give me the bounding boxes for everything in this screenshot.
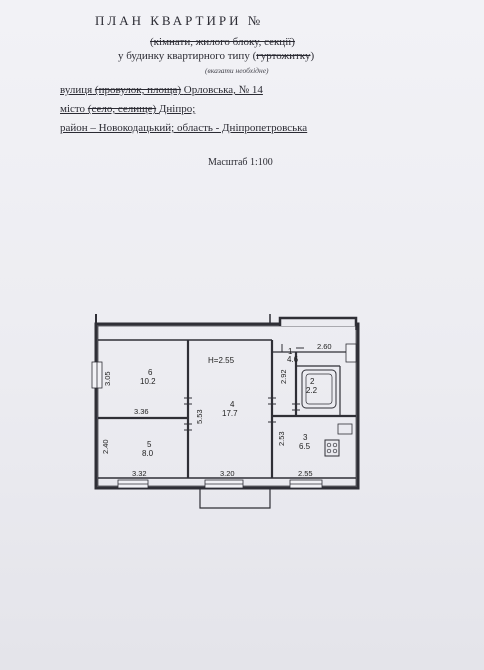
dim-bottom-right: 2.55 <box>298 469 313 478</box>
title-number-sign: № <box>247 13 262 28</box>
room-3-number: 3 <box>303 433 308 442</box>
stove-body <box>324 439 340 457</box>
top-right-bump <box>278 316 358 326</box>
stove-burner-4 <box>332 448 338 454</box>
stove-burner-1 <box>326 442 332 448</box>
district-line: район – Новокодацький; область - Дніпроп… <box>60 122 308 134</box>
street-label: вулиця <box>60 84 93 96</box>
stove <box>324 423 353 457</box>
room-5-area: 8.0 <box>142 449 154 458</box>
bathtub <box>301 369 337 409</box>
room-4-area: 17.7 <box>222 409 238 418</box>
room-1-number: 1 <box>288 347 293 356</box>
room-2-area: 2.2 <box>306 386 318 395</box>
dim-bottom-left: 3.32 <box>132 469 147 478</box>
door-marks <box>184 344 304 431</box>
city-struck: (село, селище) <box>87 103 157 115</box>
city-line: місто (село, селище) Дніпро; <box>60 103 195 115</box>
room-4-number: 4 <box>230 400 235 409</box>
room-3-area: 6.5 <box>299 442 311 451</box>
building-suffix: ) <box>310 50 315 62</box>
room-1-area: 4.6 <box>287 355 299 364</box>
document-title: ПЛАН КВАРТИРИ № <box>95 13 395 29</box>
subtitle-struck: (кімнати, жилого блоку, секції) <box>150 36 295 48</box>
dim-mid-vertical: 5.53 <box>195 409 204 424</box>
dim-bottom-mid: 3.20 <box>220 469 235 478</box>
street-struck: (провулок, площа) <box>94 84 182 96</box>
dim-top-right: 2.60 <box>317 342 332 351</box>
building-prefix: у будинку квартирного типу ( <box>118 50 257 62</box>
dim-mid-horizontal: 3.36 <box>134 407 149 416</box>
dim-left-upper: 3.05 <box>103 371 112 386</box>
city-label: місто <box>60 103 86 115</box>
room-6-area: 10.2 <box>140 377 156 386</box>
street-value: Орловська, № 14 <box>183 84 263 96</box>
room-5-number: 5 <box>147 440 152 449</box>
room-6-number: 6 <box>148 368 153 377</box>
balcony <box>199 488 271 509</box>
city-value: Дніпро; <box>158 103 196 115</box>
sink <box>337 423 353 435</box>
stove-burner-2 <box>332 442 338 448</box>
dim-left-lower: 2.40 <box>101 439 110 454</box>
note-text: (вказати необхідне) <box>205 66 269 75</box>
dim-corridor-lower: 2.53 <box>277 431 286 446</box>
scale-label: Масштаб 1:100 <box>208 157 273 168</box>
stove-burner-3 <box>326 448 332 454</box>
windows <box>91 343 357 489</box>
building-struck: гуртожитку <box>256 50 311 62</box>
window-right <box>345 343 357 363</box>
title-text: ПЛАН КВАРТИРИ <box>95 13 242 28</box>
bathtub-inner <box>305 373 333 405</box>
bathtub-outer <box>301 369 337 409</box>
room-2-number: 2 <box>310 377 315 386</box>
ceiling-height: H=2.55 <box>208 356 235 365</box>
dim-corridor-upper: 2.92 <box>279 369 288 384</box>
top-right-gap <box>280 316 356 326</box>
building-type-line: у будинку квартирного типу (гуртожитку) <box>118 50 314 62</box>
street-line: вулиця (провулок, площа) Орловська, № 14 <box>60 84 263 96</box>
outer-walls <box>94 314 360 490</box>
interior-walls <box>98 339 356 479</box>
